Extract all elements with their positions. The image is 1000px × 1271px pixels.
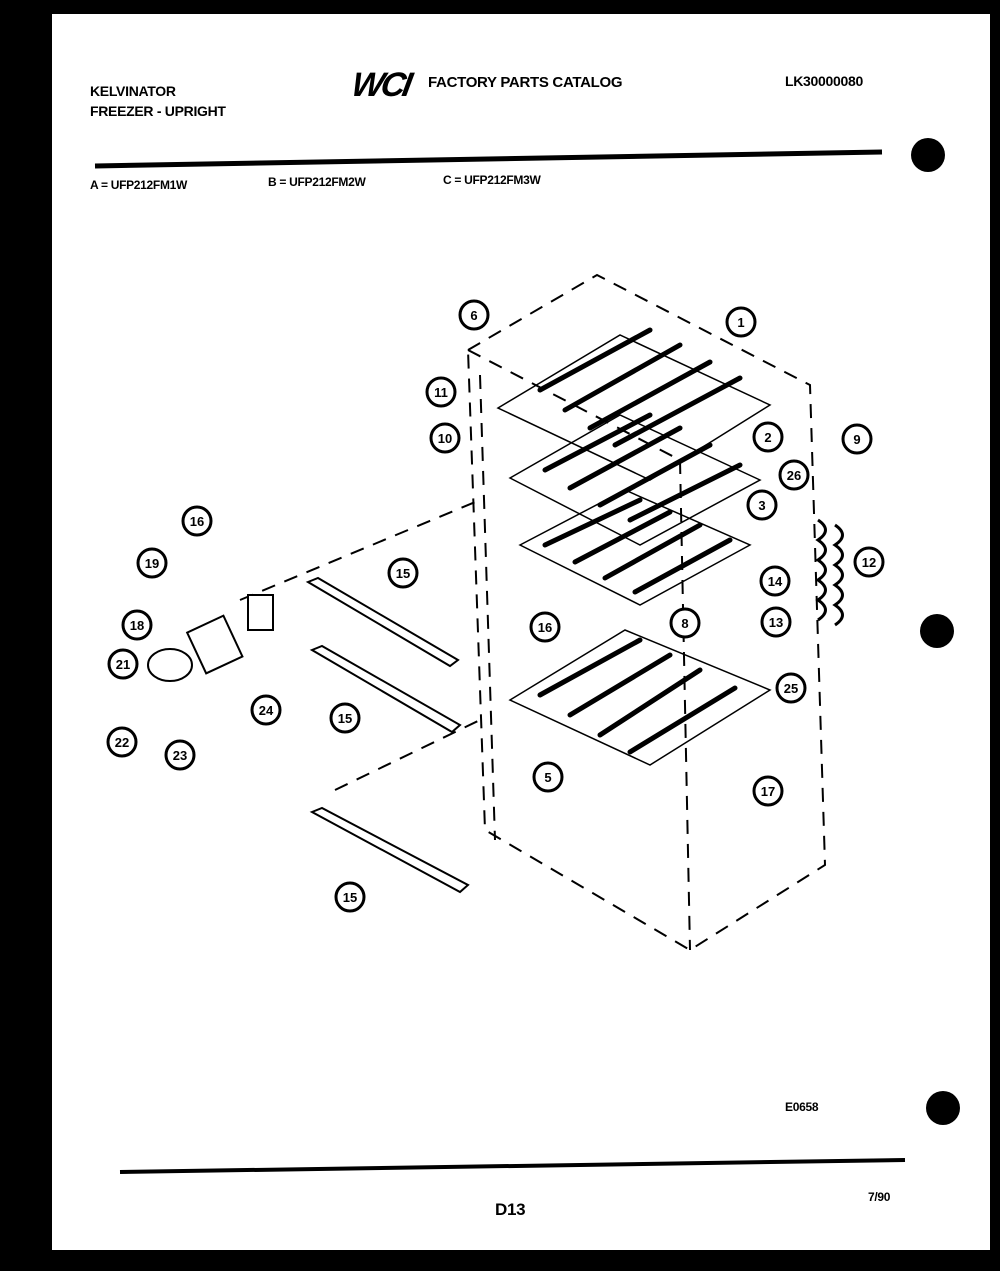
callout-label: 10 xyxy=(438,431,452,446)
callout-label: 5 xyxy=(544,770,551,785)
date: 7/90 xyxy=(868,1190,891,1204)
callout-label: 17 xyxy=(761,784,775,799)
callout-19: 19 xyxy=(136,547,168,579)
callout-18: 18 xyxy=(121,609,153,641)
callout-26: 26 xyxy=(778,459,810,491)
callout-5: 5 xyxy=(532,761,564,793)
callout-label: 15 xyxy=(396,566,410,581)
callout-2: 2 xyxy=(752,421,784,453)
callout-label: 16 xyxy=(538,620,552,635)
callout-15: 15 xyxy=(329,702,361,734)
callout-9: 9 xyxy=(841,423,873,455)
callout-label: 13 xyxy=(769,615,783,630)
punch-holes xyxy=(911,138,960,1125)
callout-13: 13 xyxy=(760,606,792,638)
callout-1: 1 xyxy=(725,306,757,338)
callout-12: 12 xyxy=(853,546,885,578)
model-b: B = UFP212FM2W xyxy=(268,175,366,189)
model-a: A = UFP212FM1W xyxy=(90,178,188,192)
callout-label: 16 xyxy=(190,514,204,529)
callout-label: 23 xyxy=(173,748,187,763)
callout-label: 26 xyxy=(787,468,801,483)
callout-25: 25 xyxy=(775,672,807,704)
callout-16: 16 xyxy=(529,611,561,643)
callout-8: 8 xyxy=(669,607,701,639)
callout-11: 11 xyxy=(425,376,457,408)
evaporator-coil xyxy=(815,518,844,627)
callout-16: 16 xyxy=(181,505,213,537)
rails xyxy=(305,576,470,894)
callout-label: 14 xyxy=(768,574,783,589)
drawing-number: E0658 xyxy=(785,1100,819,1114)
callout-label: 18 xyxy=(130,618,144,633)
callout-22: 22 xyxy=(106,726,138,758)
model-c: C = UFP212FM3W xyxy=(443,173,541,187)
callout-21: 21 xyxy=(107,648,139,680)
callout-label: 1 xyxy=(737,315,744,330)
callout-label: 3 xyxy=(758,498,765,513)
callout-label: 15 xyxy=(343,890,357,905)
catalog-title: FACTORY PARTS CATALOG xyxy=(428,74,623,91)
callouts: 1235689101112131415151516161718192122232… xyxy=(106,299,885,913)
callout-label: 25 xyxy=(784,681,798,696)
page-number: D13 xyxy=(495,1200,526,1219)
product: FREEZER - UPRIGHT xyxy=(90,103,226,119)
callout-label: 6 xyxy=(470,308,477,323)
rules xyxy=(94,149,906,1174)
callout-label: 22 xyxy=(115,735,129,750)
shelves xyxy=(496,327,772,766)
callout-label: 9 xyxy=(853,432,860,447)
thermostat-assembly xyxy=(147,594,274,682)
cabinet-outline xyxy=(239,273,827,952)
catalog-number: LK30000080 xyxy=(785,73,863,89)
callout-15: 15 xyxy=(334,881,366,913)
callout-15: 15 xyxy=(387,557,419,589)
callout-label: 21 xyxy=(116,657,130,672)
callout-label: 24 xyxy=(259,703,274,718)
callout-10: 10 xyxy=(429,422,461,454)
callout-6: 6 xyxy=(458,299,490,331)
brand: KELVINATOR xyxy=(90,83,176,99)
callout-label: 8 xyxy=(681,616,688,631)
callout-label: 15 xyxy=(338,711,352,726)
callout-3: 3 xyxy=(746,489,778,521)
callout-17: 17 xyxy=(752,775,784,807)
callout-14: 14 xyxy=(759,565,791,597)
callout-label: 12 xyxy=(862,555,876,570)
callout-label: 11 xyxy=(434,385,448,400)
callout-label: 19 xyxy=(145,556,159,571)
callout-label: 2 xyxy=(764,430,771,445)
callout-23: 23 xyxy=(164,739,196,771)
callout-24: 24 xyxy=(250,694,282,726)
